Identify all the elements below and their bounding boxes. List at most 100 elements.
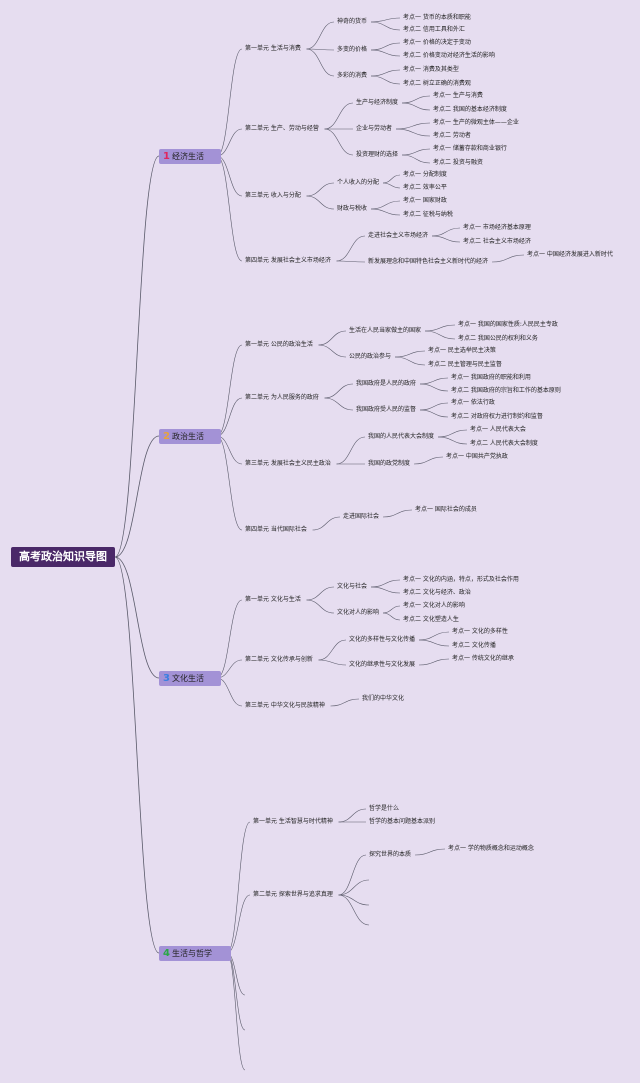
branch-number: 3 xyxy=(163,673,170,684)
exam-point[interactable]: 考点二 社会主义市场经济 xyxy=(463,238,531,245)
connector-line xyxy=(418,658,450,666)
exam-point[interactable]: 考点二 文化传播 xyxy=(452,642,496,649)
exam-point[interactable]: 考点二 人民代表大会制度 xyxy=(470,440,538,447)
connector-line xyxy=(336,235,366,262)
exam-point[interactable]: 考点二 我国政府的宗旨和工作的基本原则 xyxy=(451,387,561,394)
connector-line xyxy=(306,48,335,77)
exam-point[interactable]: 考点一 文化对人的影响 xyxy=(403,602,465,609)
exam-point[interactable]: 考点二 我国公民的权利和义务 xyxy=(458,335,538,342)
topic-label[interactable]: 个人收入的分配 xyxy=(337,179,380,186)
topic-label[interactable]: 我国的政党制度 xyxy=(368,460,411,467)
unit-label[interactable]: 第一单元 生活智慧与时代精神 xyxy=(253,818,333,825)
exam-point[interactable]: 考点一 文化的内涵，特点，形式及社会作用 xyxy=(403,576,519,583)
exam-point[interactable]: 考点一 价格的决定于变动 xyxy=(403,39,471,46)
connector-line xyxy=(370,17,401,23)
topic-label[interactable]: 生产与经济制度 xyxy=(356,99,399,106)
exam-point[interactable]: 考点一 市场经济基本原理 xyxy=(463,224,531,231)
topic-label[interactable]: 多变的价格 xyxy=(337,46,368,53)
unit-label[interactable]: 第二单元 文化传承与创新 xyxy=(245,656,313,663)
topic-label[interactable]: 我国的人民代表大会制度 xyxy=(368,433,435,440)
exam-point[interactable]: 考点一 中国经济发展进入新时代 xyxy=(527,251,613,258)
connector-line xyxy=(370,579,401,588)
connector-line xyxy=(419,402,449,411)
connector-line xyxy=(306,586,335,601)
exam-point[interactable]: 考点二 对政府权力进行制约和监督 xyxy=(451,413,543,420)
unit-label[interactable]: 第三单元 中华文化与民族精神 xyxy=(245,702,325,709)
topic-label[interactable]: 生活在人民当家做主的国家 xyxy=(349,327,422,334)
exam-point[interactable]: 考点二 价格变动对经济生活的影响 xyxy=(403,52,495,59)
connector-line xyxy=(418,639,450,647)
connector-line xyxy=(318,330,347,346)
unit-label[interactable]: 第二单元 为人民服务的政府 xyxy=(245,394,319,401)
unit-label[interactable]: 第一单元 公民的政治生活 xyxy=(245,341,313,348)
unit-label[interactable]: 第四单元 当代国际社会 xyxy=(245,526,307,533)
topic-label[interactable]: 我国政府是人民的政府 xyxy=(356,380,417,387)
exam-point[interactable]: 考点一 储蓄存款和商业银行 xyxy=(433,145,507,152)
unit-label[interactable]: 第一单元 文化与生活 xyxy=(245,596,301,603)
topic-label[interactable]: 哲学是什么 xyxy=(369,805,400,812)
connector-line xyxy=(401,148,431,156)
unit-label[interactable]: 第三单元 收入与分配 xyxy=(245,192,301,199)
exam-point[interactable]: 考点一 生产与消费 xyxy=(433,92,483,99)
exam-point[interactable]: 考点一 国家财政 xyxy=(403,197,447,204)
topic-label[interactable]: 哲学的基本问题基本派别 xyxy=(369,818,436,825)
unit-label[interactable]: 第二单元 探索世界与追求真理 xyxy=(253,891,333,898)
branch-label: 经济生活 xyxy=(171,152,204,161)
topic-label[interactable]: 财政与税收 xyxy=(337,205,368,212)
topic-label[interactable]: 投资理财的选择 xyxy=(356,151,399,158)
exam-point[interactable]: 考点一 货币的本质和职能 xyxy=(403,14,471,21)
exam-point[interactable]: 考点二 文化与经济、政治 xyxy=(403,589,471,596)
topic-label[interactable]: 文化对人的影响 xyxy=(337,609,380,616)
exam-point[interactable]: 考点二 效率公平 xyxy=(403,184,447,191)
exam-point[interactable]: 考点二 树立正确的消费观 xyxy=(403,80,471,87)
topic-label[interactable]: 新发展理念和中国特色社会主义新时代的经济 xyxy=(368,258,489,265)
exam-point[interactable]: 考点一 民主选举民主决策 xyxy=(428,347,496,354)
exam-point[interactable]: 考点二 文化塑造人生 xyxy=(403,616,459,623)
topic-label[interactable]: 企业与劳动者 xyxy=(356,125,393,132)
exam-point[interactable]: 考点一 传统文化的继承 xyxy=(452,655,514,662)
exam-point[interactable]: 考点二 征税与纳税 xyxy=(403,211,453,218)
exam-point[interactable]: 考点一 分配制度 xyxy=(403,171,447,178)
exam-point[interactable]: 考点二 劳动者 xyxy=(433,132,471,139)
unit-label[interactable]: 第四单元 发展社会主义市场经济 xyxy=(245,257,331,264)
root-title[interactable]: 高考政治知识导图 xyxy=(11,547,115,567)
exam-point[interactable]: 考点二 民主管理与民主监督 xyxy=(428,361,502,368)
exam-point[interactable]: 考点一 依法行政 xyxy=(451,399,495,406)
unit-label[interactable]: 第三单元 发展社会主义民主政治 xyxy=(245,460,331,467)
exam-point[interactable]: 考点一 国际社会的成员 xyxy=(415,506,477,513)
topic-label[interactable]: 神奇的货币 xyxy=(337,18,368,25)
topic-label[interactable]: 我们的中华文化 xyxy=(362,695,405,702)
topic-label[interactable]: 探究世界的本质 xyxy=(369,851,412,858)
connector-line xyxy=(401,154,431,164)
connector-line xyxy=(114,155,160,558)
exam-point[interactable]: 考点一 学的物质概念和运动概念 xyxy=(448,845,534,852)
exam-point[interactable]: 考点一 人民代表大会 xyxy=(470,426,526,433)
exam-point[interactable]: 考点一 我国的国家性质:人民民主专政 xyxy=(458,321,558,328)
exam-point[interactable]: 考点一 消费及其类型 xyxy=(403,66,459,73)
unit-label[interactable]: 第二单元 生产、劳动与经营 xyxy=(245,125,319,132)
topic-label[interactable]: 我国政府受人民的监督 xyxy=(356,406,417,413)
exam-point[interactable]: 考点二 信用工具和外汇 xyxy=(403,26,465,33)
connector-line xyxy=(336,260,366,263)
topic-label[interactable]: 多彩的消费 xyxy=(337,72,368,79)
exam-point[interactable]: 考点一 生产的微观主体——企业 xyxy=(433,119,519,126)
exam-point[interactable]: 考点二 投资与融资 xyxy=(433,159,483,166)
exam-point[interactable]: 考点一 中国共产党执政 xyxy=(446,453,508,460)
exam-point[interactable]: 考点一 我国政府的职能和利用 xyxy=(451,374,531,381)
unit-label[interactable]: 第一单元 生活与消费 xyxy=(245,45,301,52)
exam-point[interactable]: 考点一 文化的多样性 xyxy=(452,628,508,635)
topic-label[interactable]: 文化与社会 xyxy=(337,583,368,590)
connector-line xyxy=(338,808,367,823)
exam-point[interactable]: 考点二 我国的基本经济制度 xyxy=(433,106,507,113)
topic-label[interactable]: 文化的继承性与文化发展 xyxy=(349,661,416,668)
topic-label[interactable]: 公民的政治参与 xyxy=(349,353,392,360)
connector-line xyxy=(424,330,456,340)
topic-label[interactable]: 走进社会主义市场经济 xyxy=(368,232,429,239)
topic-label[interactable]: 文化的多样性与文化传播 xyxy=(349,636,416,643)
topic-label[interactable]: 走进国际社会 xyxy=(343,513,380,520)
connector-line xyxy=(394,350,426,358)
